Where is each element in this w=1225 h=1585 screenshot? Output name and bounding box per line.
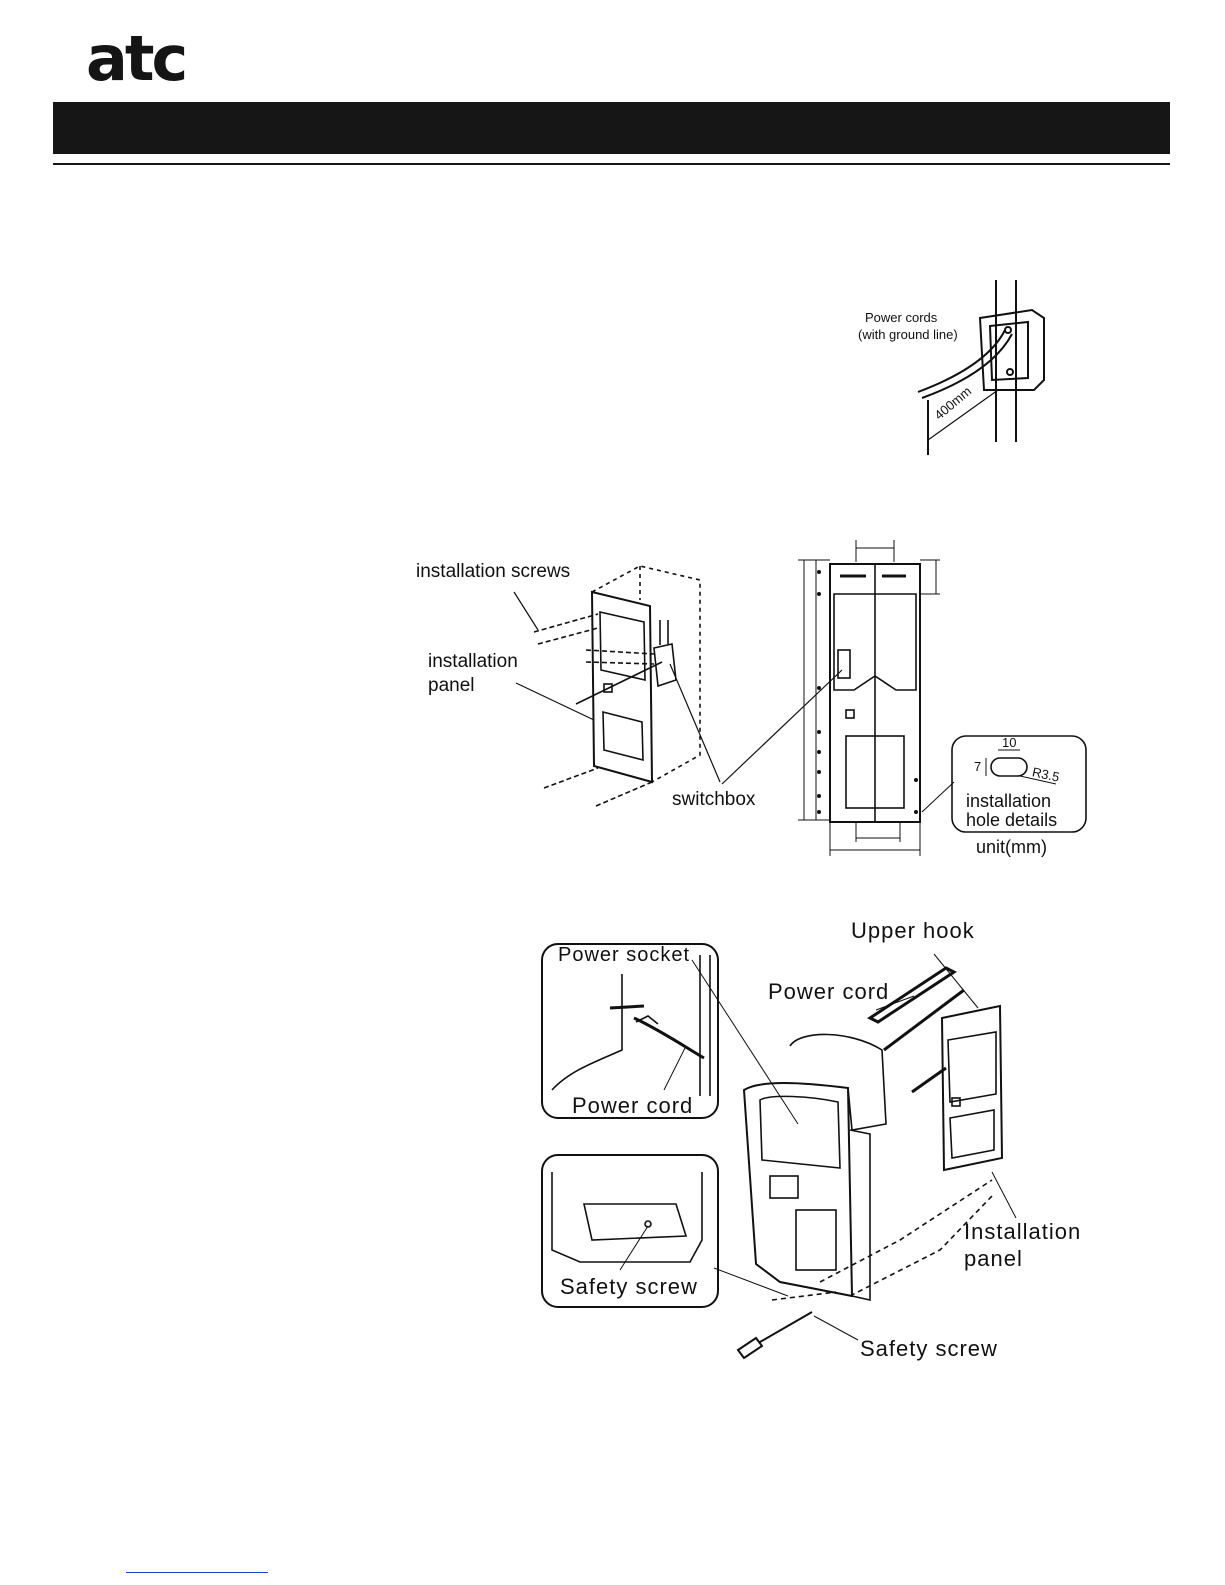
power-cord-label: Power cord bbox=[768, 980, 889, 1004]
power-socket-label: Power socket bbox=[558, 944, 690, 966]
safety-screw-label: Safety screw bbox=[860, 1337, 998, 1361]
footer-link-underline[interactable] bbox=[126, 1572, 268, 1573]
installation-panel-label3-line2: panel bbox=[964, 1247, 1023, 1271]
safety-screw-inset-label: Safety screw bbox=[560, 1275, 698, 1299]
installation-panel-label3-line1: Installation bbox=[964, 1220, 1081, 1244]
power-cord-inset-label: Power cord bbox=[572, 1094, 693, 1118]
upper-hook-label: Upper hook bbox=[851, 919, 975, 943]
